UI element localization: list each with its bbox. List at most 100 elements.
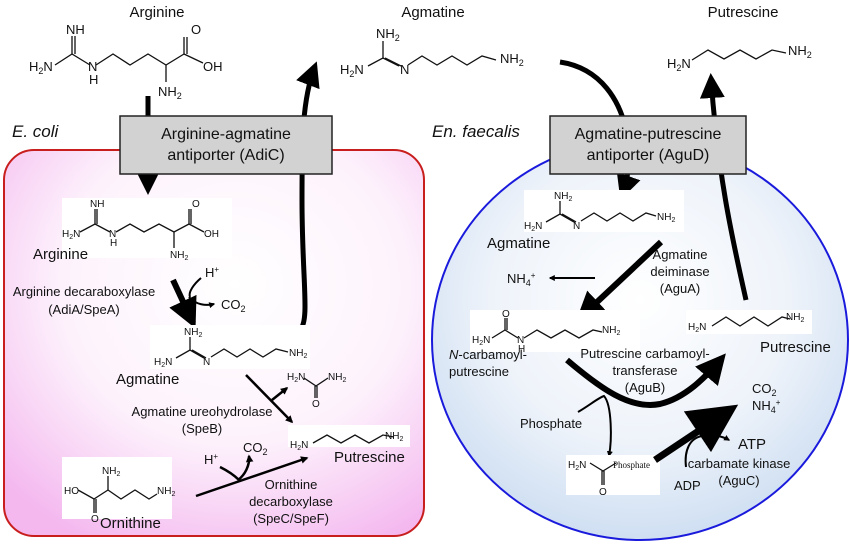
svg-text:N: N (88, 59, 97, 74)
svg-text:NH2: NH2 (500, 51, 524, 68)
svg-text:H2N: H2N (29, 59, 53, 76)
enzyme-spec-line2: decarboxylase (249, 494, 333, 509)
svg-text:NH: NH (90, 199, 104, 210)
enzyme-adia-line1: Arginine decaraboxylase (13, 284, 155, 299)
svg-text:H2N: H2N (667, 56, 691, 73)
svg-text:H2N: H2N (524, 221, 542, 233)
outside-arginine-label: Arginine (129, 4, 184, 21)
co2-out-arrow (188, 296, 216, 309)
urea-structure: H2N NH2 O (287, 372, 346, 410)
ornithine-label: Ornithine (100, 515, 161, 532)
ornithine-decarboxylase-arrow (195, 456, 309, 498)
outside-putrescine-label: Putrescine (708, 4, 779, 21)
svg-text:NH2: NH2 (376, 26, 400, 43)
adp-label: ADP (674, 478, 701, 493)
svg-text:HO: HO (64, 486, 79, 497)
h-plus-in-arrow (188, 277, 202, 298)
svg-text:NH2: NH2 (554, 191, 572, 203)
co2-1: CO2 (221, 297, 246, 314)
enzyme-agub-line3: (AguB) (625, 380, 665, 395)
svg-text:H2N: H2N (688, 322, 706, 334)
svg-text:O: O (599, 487, 607, 498)
enzyme-spec-line3: (SpeC/SpeF) (253, 511, 329, 526)
agmatine-ureohydrolase-arrow (245, 374, 294, 424)
atp-label: ATP (738, 436, 766, 453)
svg-text:N: N (203, 357, 210, 368)
putrescine-carbamoyltransferase-arrow (565, 353, 726, 408)
svg-text:O: O (192, 199, 200, 210)
ornithine-structure: HO NH2 NH2 O (62, 457, 175, 525)
svg-text:H: H (518, 344, 525, 355)
svg-text:N: N (400, 62, 409, 77)
svg-text:NH2: NH2 (157, 486, 175, 498)
svg-text:NH2: NH2 (184, 327, 202, 339)
enzyme-agua-line3: (AguA) (660, 281, 700, 296)
h-plus-2: H+ (204, 452, 218, 467)
ecoli-arginine-label: Arginine (33, 246, 88, 263)
svg-text:NH2: NH2 (289, 348, 307, 360)
phosphate-in-arrow (577, 394, 613, 458)
phosphate-label: Phosphate (520, 416, 582, 431)
arginine-decarboxylase-arrow (169, 278, 197, 329)
arginine-structure-inner: NH H2N N H O OH NH2 (62, 198, 232, 262)
faecalis-organism-label: En. faecalis (432, 122, 520, 141)
svg-text:N: N (109, 229, 116, 240)
enzyme-agua-line1: Agmatine (653, 247, 708, 262)
n-carbamoylputrescine-label-line1: N-carbamoyl- (449, 347, 527, 362)
carbamate-kinase-arrow (653, 404, 739, 463)
svg-text:OH: OH (204, 229, 219, 240)
svg-text:H2N: H2N (287, 372, 305, 384)
svg-text:NH2: NH2 (328, 372, 346, 384)
svg-text:H: H (110, 238, 117, 249)
svg-text:NH2: NH2 (657, 212, 675, 224)
svg-text:H: H (89, 72, 98, 87)
putrescine-structure-outside: H2N NH2 (667, 43, 812, 73)
svg-text:NH2: NH2 (158, 84, 182, 101)
adic-transporter (119, 115, 333, 175)
arginine-structure-outside: NH H2N N H O OH NH2 (29, 22, 223, 101)
svg-text:H2N: H2N (340, 62, 364, 79)
enzyme-spec-line1: Ornithine (265, 477, 318, 492)
agmatine-deiminase-arrow (575, 239, 664, 323)
svg-text:O: O (191, 22, 201, 37)
svg-text:NH2: NH2 (602, 325, 620, 337)
ecoli-agmatine-label: Agmatine (116, 371, 179, 388)
faecalis-agmatine-label: Agmatine (487, 235, 550, 252)
enzyme-agub-line1: Putrescine carbamoyl- (580, 346, 709, 361)
enzyme-aguc-line2: (AguC) (718, 473, 759, 488)
svg-text:O: O (91, 514, 99, 525)
agud-label-line1: Agmatine-putrescine (575, 126, 722, 143)
svg-text:NH2: NH2 (788, 43, 812, 60)
svg-text:NH2: NH2 (385, 431, 403, 443)
putrescine-structure-faecalis: H2N NH2 (686, 310, 812, 334)
adp-to-atp-arrow (684, 434, 731, 468)
svg-text:H2N: H2N (568, 460, 586, 472)
svg-text:H2N: H2N (154, 357, 172, 369)
enzyme-speb-line1: Agmatine ureohydrolase (132, 404, 273, 419)
nh4-label: NH4+ (507, 271, 536, 288)
svg-text:OH: OH (203, 59, 223, 74)
agmatine-structure-inner: NH2 H2N N NH2 (150, 325, 310, 369)
n-carbamoylputrescine-structure: O H2N N H NH2 (470, 309, 640, 355)
enzyme-agub-line2: transferase (612, 363, 677, 378)
enzyme-aguc-line1: carbamate kinase (688, 456, 791, 471)
svg-text:NH2: NH2 (102, 466, 120, 478)
carbamoyl-phosphate-structure: H2N Phosphate O (566, 455, 660, 498)
co2-2: CO2 (243, 440, 268, 457)
h-plus-1: H+ (205, 265, 219, 280)
urea-out-arrow (271, 387, 289, 401)
agud-transporter (549, 115, 747, 175)
svg-text:O: O (502, 309, 510, 320)
ecoli-organism-label: E. coli (12, 122, 60, 141)
co2-faecalis: CO2 (752, 381, 777, 398)
svg-text:N: N (517, 335, 524, 346)
svg-text:H2N: H2N (62, 229, 80, 241)
svg-text:NH2: NH2 (786, 312, 804, 324)
faecalis-putrescine-label: Putrescine (760, 339, 831, 356)
putrescine-export-arrow (699, 73, 749, 301)
outside-agmatine-label: Agmatine (401, 4, 464, 21)
svg-text:NH2: NH2 (170, 250, 188, 262)
svg-text:H2N: H2N (290, 440, 308, 452)
